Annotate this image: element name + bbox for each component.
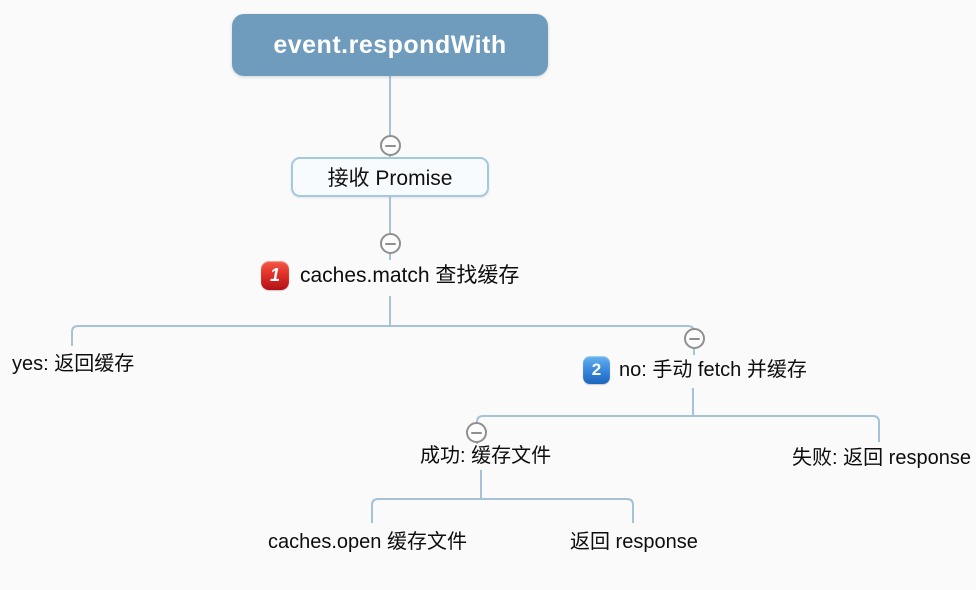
topic-caches-open[interactable]: caches.open 缓存文件 <box>268 530 467 554</box>
priority-2-marker-icon: 2 <box>583 356 610 384</box>
minus-icon <box>471 431 482 434</box>
topic-label: 成功: 缓存文件 <box>420 445 552 467</box>
collapse-icon[interactable] <box>466 422 487 443</box>
topic-fail-return-response[interactable]: 失败: 返回 response <box>792 446 971 470</box>
topic-label: 失败: 返回 response <box>792 447 971 469</box>
collapse-icon[interactable] <box>380 233 401 254</box>
topic-yes-return-cache[interactable]: yes: 返回缓存 <box>12 352 134 376</box>
topic-caches-match[interactable]: 1 caches.match 查找缓存 <box>261 261 519 290</box>
topic-no-manual-fetch[interactable]: 2 no: 手动 fetch 并缓存 <box>583 356 807 384</box>
root-topic[interactable]: event.respondWith <box>232 14 548 76</box>
topic-label: 接收 Promise <box>327 167 453 190</box>
collapse-icon[interactable] <box>684 328 705 349</box>
topic-label: caches.open 缓存文件 <box>268 531 467 553</box>
topic-receive-promise[interactable]: 接收 Promise <box>291 157 489 197</box>
collapse-icon[interactable] <box>380 135 401 156</box>
topic-label: 返回 response <box>570 531 698 553</box>
priority-1-marker-icon: 1 <box>261 261 289 290</box>
topic-label: yes: 返回缓存 <box>12 353 135 375</box>
topic-label: caches.match 查找缓存 <box>300 263 520 287</box>
minus-icon <box>385 144 396 147</box>
topic-success-cache-file[interactable]: 成功: 缓存文件 <box>420 444 551 468</box>
topic-return-response[interactable]: 返回 response <box>570 530 698 554</box>
minus-icon <box>689 337 700 340</box>
root-topic-label: event.respondWith <box>273 30 507 59</box>
minus-icon <box>385 242 396 245</box>
topic-label: no: 手动 fetch 并缓存 <box>619 359 807 381</box>
